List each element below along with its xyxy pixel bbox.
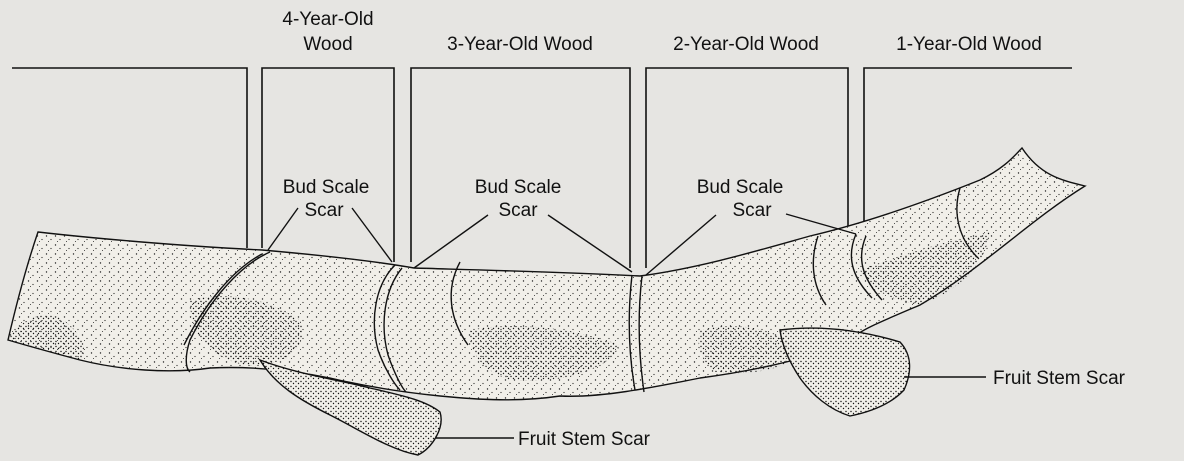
label-bud-scale-scar-1-line1: Bud Scale bbox=[283, 177, 370, 198]
label-two-year-wood: 2-Year-Old Wood bbox=[673, 34, 819, 55]
bracket-three-year-wood bbox=[411, 68, 630, 268]
label-bud-scale-scar-3-line2: Scar bbox=[732, 200, 772, 221]
label-four-year-wood-line1: 4-Year-Old bbox=[282, 9, 373, 30]
leader-bud-scar-1b bbox=[352, 208, 392, 262]
bracket-four-year-wood bbox=[262, 68, 394, 262]
label-fruit-stem-scar-right: Fruit Stem Scar bbox=[993, 368, 1126, 389]
label-bud-scale-scar-3-line1: Bud Scale bbox=[697, 177, 784, 198]
label-one-year-wood: 1-Year-Old Wood bbox=[896, 34, 1042, 55]
bracket-older-wood bbox=[12, 68, 247, 248]
label-bud-scale-scar-2-line1: Bud Scale bbox=[475, 177, 562, 198]
leader-bud-scar-2b bbox=[548, 215, 632, 272]
label-four-year-wood-line2: Wood bbox=[303, 34, 352, 55]
leader-bud-scar-1a bbox=[268, 208, 298, 250]
leader-bud-scar-3b bbox=[786, 214, 856, 234]
label-three-year-wood: 3-Year-Old Wood bbox=[447, 34, 593, 55]
label-bud-scale-scar-2-line2: Scar bbox=[498, 200, 538, 221]
label-fruit-stem-scar-left: Fruit Stem Scar bbox=[518, 429, 651, 450]
label-bud-scale-scar-1-line2: Scar bbox=[304, 200, 344, 221]
leader-bud-scar-2a bbox=[414, 215, 488, 268]
